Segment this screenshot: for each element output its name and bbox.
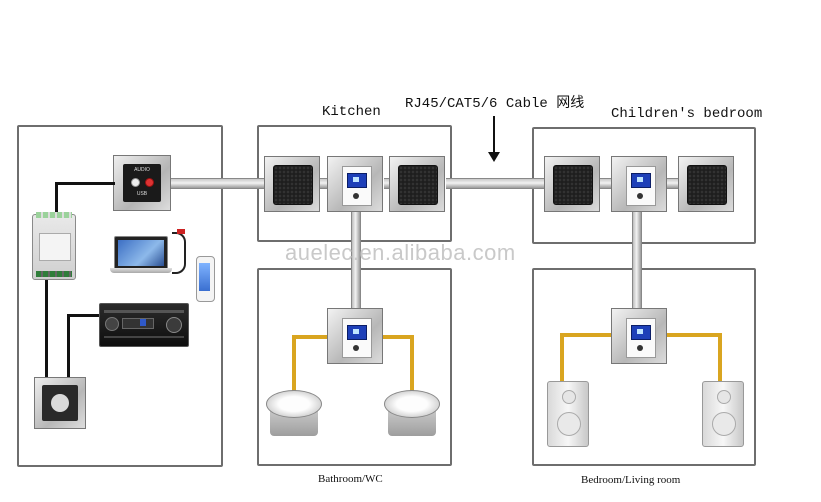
speaker-wire bbox=[560, 333, 612, 337]
speaker-wire bbox=[382, 335, 414, 339]
cable-pipe-kitchen-children bbox=[446, 178, 546, 189]
kitchen-ceiling-speaker-left bbox=[264, 156, 320, 212]
cable-pipe-kitchen-internal-1 bbox=[320, 178, 330, 189]
bathroom-amplifier-panel bbox=[327, 308, 383, 364]
lcd-screen bbox=[631, 173, 651, 188]
knob-icon bbox=[637, 193, 643, 199]
audio-text: AUDIO bbox=[134, 167, 150, 173]
bedroom-living-box bbox=[532, 268, 756, 466]
bedroom-wall-speaker-left bbox=[547, 381, 589, 447]
usb-text: USB bbox=[136, 191, 148, 197]
knob-icon bbox=[353, 193, 359, 199]
cable-pipe-children-internal-1 bbox=[600, 178, 612, 189]
cable-pipe-kitchen-bathroom bbox=[351, 212, 361, 310]
kitchen-ceiling-speaker-right bbox=[389, 156, 445, 212]
knob-icon bbox=[637, 345, 643, 351]
rca-plug-icon bbox=[177, 229, 185, 234]
smartphone bbox=[196, 256, 215, 302]
wall-power-socket bbox=[34, 377, 86, 429]
lcd-screen bbox=[347, 325, 367, 340]
bathroom-ceiling-speaker-left bbox=[266, 388, 322, 444]
cable-pipe-children-bedroom bbox=[632, 212, 642, 310]
lcd-screen bbox=[631, 325, 651, 340]
kitchen-label: Kitchen bbox=[322, 104, 381, 120]
rca-jack-icon bbox=[145, 178, 154, 187]
power-wire bbox=[67, 314, 103, 317]
speaker-grille-icon bbox=[553, 165, 593, 205]
cable-pipe-source-kitchen bbox=[170, 178, 270, 189]
power-supply-module bbox=[32, 212, 76, 280]
bathroom-label: Bathroom/WC bbox=[318, 473, 383, 485]
power-wire bbox=[45, 275, 48, 380]
speaker-wire bbox=[410, 335, 414, 391]
cable-pipe-children-internal-2 bbox=[666, 178, 678, 189]
children-amplifier-panel bbox=[611, 156, 667, 212]
children-speaker-left bbox=[544, 156, 600, 212]
speaker-wire bbox=[292, 335, 328, 339]
cable-label: RJ45/CAT5/6 Cable 网线 bbox=[405, 96, 585, 112]
cable-pipe-kitchen-internal-2 bbox=[384, 178, 392, 189]
power-wire bbox=[55, 182, 115, 185]
kitchen-amplifier-panel bbox=[327, 156, 383, 212]
bathroom-ceiling-speaker-right bbox=[384, 388, 440, 444]
lcd-screen bbox=[347, 173, 367, 188]
power-wire bbox=[55, 182, 58, 218]
source-equipment-box bbox=[17, 125, 223, 467]
speaker-grille-icon bbox=[273, 165, 313, 205]
audio-input-panel: AUDIO USB bbox=[113, 155, 171, 211]
speaker-grille-icon bbox=[398, 165, 438, 205]
knob-icon bbox=[353, 345, 359, 351]
speaker-wire bbox=[666, 333, 722, 337]
rca-jack-icon bbox=[131, 178, 140, 187]
power-wire bbox=[67, 314, 70, 380]
bedroom-wall-speaker-right bbox=[702, 381, 744, 447]
watermark: auelec.en.alibaba.com bbox=[285, 240, 516, 265]
av-receiver bbox=[99, 303, 189, 347]
speaker-wire bbox=[718, 333, 722, 387]
speaker-wire bbox=[560, 333, 564, 387]
bedroom-amplifier-panel bbox=[611, 308, 667, 364]
laptop bbox=[110, 236, 172, 278]
cable-pointer-arrow-shaft bbox=[493, 116, 495, 158]
arrow-down-icon bbox=[488, 152, 500, 162]
speaker-grille-icon bbox=[687, 165, 727, 205]
speaker-wire bbox=[292, 335, 296, 391]
children-speaker-right bbox=[678, 156, 734, 212]
bedroom-living-label: Bedroom/Living room bbox=[581, 474, 681, 486]
audio-cable bbox=[172, 232, 186, 274]
childrens-bedroom-label: Children's bedroom bbox=[611, 106, 763, 122]
